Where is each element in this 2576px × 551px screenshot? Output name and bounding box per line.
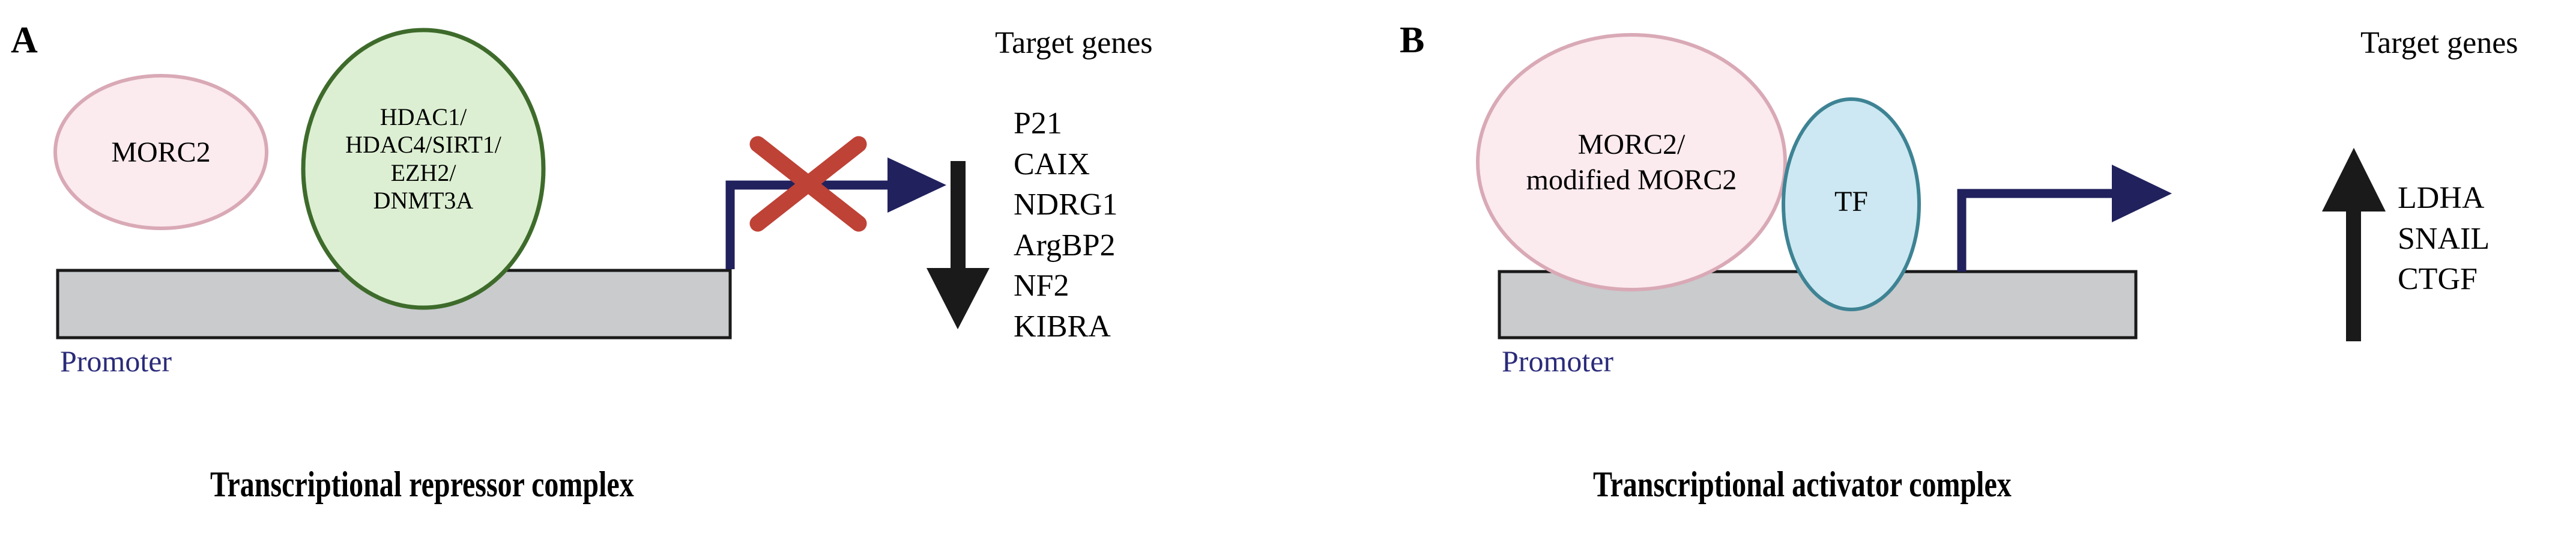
panel-b-letter: B <box>1400 20 1425 61</box>
tss-arrow-head <box>2112 165 2172 222</box>
panel-b-diagram <box>1476 33 2386 341</box>
tss-arrow-shaft <box>1957 189 2123 272</box>
gene-item: ArgBP2 <box>1014 228 1116 263</box>
panel-b-caption: Transcriptional activator complex <box>1593 464 2012 504</box>
gene-item: KIBRA <box>1014 309 1111 344</box>
target-genes-list: LDHA SNAIL CTGF <box>2398 178 2490 300</box>
promoter-label: Promoter <box>60 344 172 378</box>
target-genes-list: P21 CAIX NDRG1 ArgBP2 NF2 KIBRA <box>1014 103 1117 347</box>
upregulation-arrow-icon <box>2322 148 2386 341</box>
morc2-modified-ellipse <box>1476 33 1787 291</box>
panel-a-letter: A <box>11 20 38 61</box>
gene-item: P21 <box>1014 106 1062 141</box>
gene-item: NDRG1 <box>1014 187 1118 222</box>
target-genes-title: Target genes <box>995 26 1153 60</box>
gene-item: SNAIL <box>2398 221 2490 256</box>
repressor-complex-ellipse <box>301 28 546 310</box>
tss-arrow-head <box>887 157 946 213</box>
gene-item: LDHA <box>2398 181 2485 215</box>
panel-a-caption: Transcriptional repressor complex <box>210 464 634 504</box>
morc2-ellipse <box>53 74 268 230</box>
target-genes-title: Target genes <box>2360 26 2518 60</box>
gene-item: CTGF <box>2398 262 2478 297</box>
tf-ellipse <box>1782 97 1921 311</box>
downregulation-arrow-icon <box>927 161 990 329</box>
tss-arrow-shaft <box>725 180 899 269</box>
promoter-label: Promoter <box>1502 344 1614 378</box>
panel-a-diagram <box>53 28 990 339</box>
transcription-block-x-icon <box>749 136 867 232</box>
gene-item: CAIX <box>1014 147 1090 181</box>
panel-a: A MORC2 HDAC1/ <box>11 20 1153 504</box>
panel-b: B MORC2/ modified MORC2 TF Promoter <box>1288 0 2576 551</box>
gene-item: NF2 <box>1014 269 1069 303</box>
